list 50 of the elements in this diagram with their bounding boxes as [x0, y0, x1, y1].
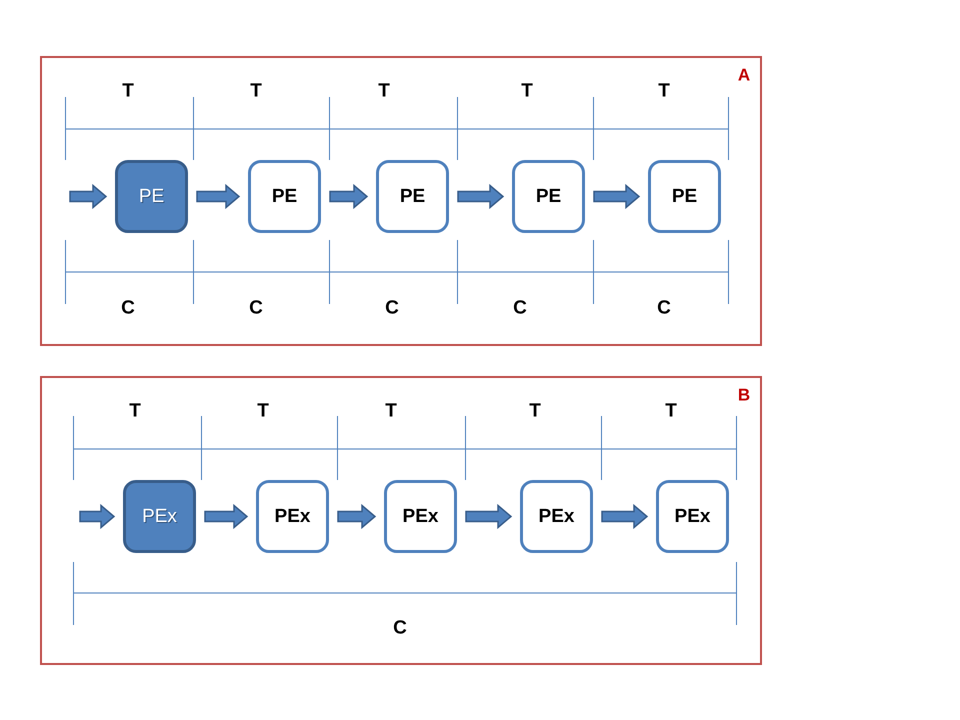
block-arrow — [204, 504, 248, 530]
dimension-label: T — [521, 82, 533, 100]
block-arrow — [337, 504, 376, 530]
dimension-label: C — [657, 298, 671, 318]
dimension-label: C — [513, 298, 527, 318]
block-arrow — [329, 184, 368, 210]
block-arrow — [79, 504, 116, 530]
process-box — [648, 160, 721, 233]
dimension-label: C — [249, 298, 263, 318]
box-label: PE — [672, 187, 698, 206]
box-label: PE — [272, 187, 298, 206]
block-arrow — [601, 504, 648, 530]
process-box — [384, 480, 457, 553]
dimension-label: T — [250, 82, 262, 100]
process-box — [376, 160, 449, 233]
dimension-label: T — [385, 402, 397, 420]
panel-letter: A — [738, 66, 750, 84]
process-box — [248, 160, 321, 233]
dimension-label: T — [129, 402, 141, 420]
box-label: PEx — [274, 507, 310, 526]
box-label: PEx — [538, 507, 574, 526]
process-box — [123, 480, 196, 553]
dimension-label: C — [393, 618, 407, 638]
dimension-label: C — [385, 298, 399, 318]
dimension-label: T — [122, 82, 134, 100]
dimension-label: T — [378, 82, 390, 100]
dimension-label: T — [529, 402, 541, 420]
panel-letter: B — [738, 386, 750, 404]
box-label: PEx — [674, 507, 710, 526]
process-box — [520, 480, 593, 553]
dimension-label: C — [121, 298, 135, 318]
box-label: PE — [138, 187, 164, 206]
process-box — [512, 160, 585, 233]
dimension-label: T — [257, 402, 269, 420]
block-arrow — [465, 504, 512, 530]
process-box — [115, 160, 188, 233]
block-arrow — [457, 184, 504, 210]
dimension-label: T — [658, 82, 670, 100]
block-arrow — [69, 184, 108, 210]
block-arrow — [593, 184, 640, 210]
panel-frame — [40, 56, 762, 346]
process-box — [656, 480, 729, 553]
dimension-label: T — [665, 402, 677, 420]
panel-frame — [40, 376, 762, 665]
process-box — [256, 480, 329, 553]
box-label: PE — [536, 187, 562, 206]
block-arrow — [196, 184, 240, 210]
box-label: PEx — [402, 507, 438, 526]
box-label: PE — [400, 187, 426, 206]
box-label: PEx — [142, 507, 177, 526]
